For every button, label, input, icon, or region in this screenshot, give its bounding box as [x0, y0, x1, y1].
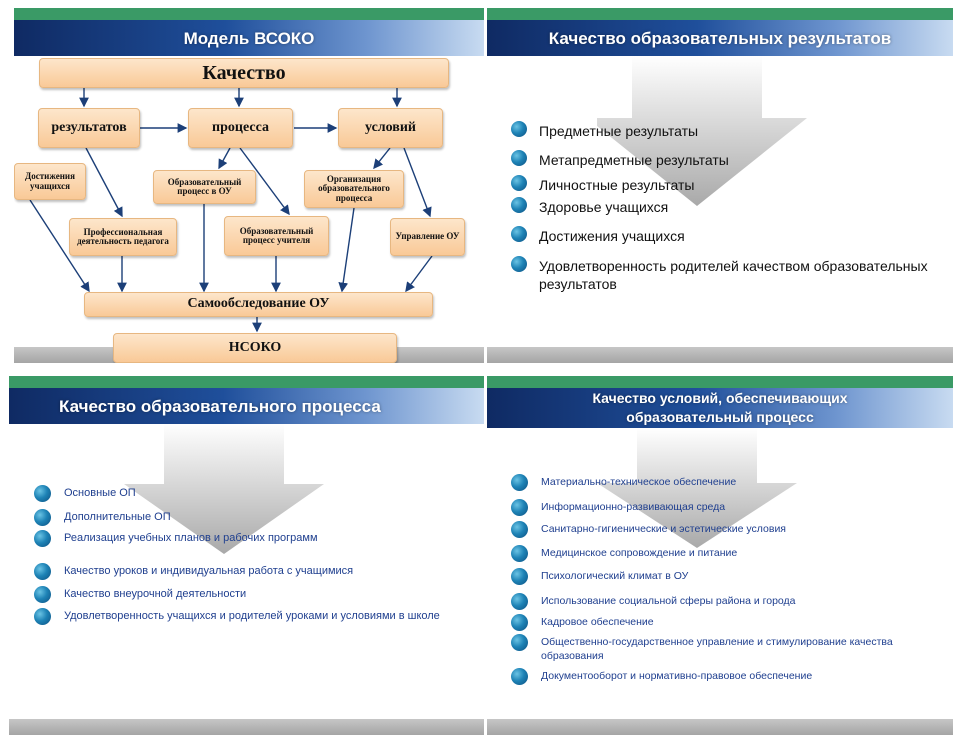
slide-results: Качество образовательных результатов Пре… [487, 8, 953, 363]
list-item-text: Материально-техническое обеспечение [541, 476, 737, 488]
list-item-text: Предметные результаты [539, 123, 699, 139]
slide-header: Модель ВСОКО [14, 20, 484, 56]
list-item: Материально-техническое обеспечение [511, 474, 941, 491]
node-nsoko: НСОКО [113, 333, 397, 363]
node-prof-activity: Профессиональная деятельность педагога [69, 218, 177, 256]
slide-header: Качество образовательных результатов [487, 20, 953, 56]
list-item-text: Основные ОП [64, 487, 136, 499]
bullet-sphere-icon [34, 530, 51, 547]
slide-header: Качество условий, обеспечивающих образов… [487, 388, 953, 428]
slide-title: Качество образовательных результатов [548, 28, 892, 48]
bullet-sphere-icon [511, 256, 527, 272]
list-item-text: Здоровье учащихся [539, 199, 669, 215]
list-item-text: Удовлетворенность родителей качеством об… [539, 258, 928, 292]
node-quality: Качество [39, 58, 449, 88]
list-item: Качество внеурочной деятельности [34, 586, 454, 603]
bullet-sphere-icon [34, 608, 51, 625]
list-item-text: Психологический климат в ОУ [541, 570, 689, 582]
node-self-exam: Самообследование ОУ [84, 292, 433, 317]
list-item: Использование социальной сферы района и … [511, 593, 941, 610]
bullet-sphere-icon [34, 586, 51, 603]
list-item: Метапредметные результаты [511, 150, 941, 169]
list-item: Дополнительные ОП [34, 509, 454, 526]
list-item: Информационно-развивающая среда [511, 499, 941, 516]
list-item: Санитарно-гигиенические и эстетические у… [511, 521, 941, 538]
bullet-sphere-icon [511, 634, 528, 651]
list-item: Общественно-государственное управление и… [511, 634, 941, 663]
diagram-connectors [29, 88, 433, 333]
green-stripe [487, 376, 953, 388]
list-item-text: Использование социальной сферы района и … [541, 595, 796, 607]
list-item: Удовлетворенность родителей качеством об… [511, 256, 941, 293]
green-stripe [487, 8, 953, 20]
slide-header: Качество образовательного процесса [9, 388, 484, 424]
green-stripe [14, 8, 484, 20]
list-item: Документооборот и нормативно-правовое об… [511, 668, 941, 685]
bullet-sphere-icon [511, 474, 528, 491]
list-item: Реализация учебных планов и рабочих прог… [34, 530, 454, 547]
list-item-text: Документооборот и нормативно-правовое об… [541, 670, 813, 682]
list-item-text: Реализация учебных планов и рабочих прог… [64, 532, 318, 544]
bullet-sphere-icon [511, 521, 528, 538]
list-item-text: Качество уроков и индивидуальная работа … [64, 565, 354, 577]
slide-conditions: Качество условий, обеспечивающих образов… [487, 376, 953, 735]
bullet-sphere-icon [511, 545, 528, 562]
slide-title: Качество условий, обеспечивающих образов… [592, 390, 848, 425]
list-item: Кадровое обеспечение [511, 614, 941, 631]
list-item: Предметные результаты [511, 121, 941, 140]
down-arrow-icon [597, 428, 797, 548]
list-item-text: Достижения учащихся [539, 228, 685, 244]
node-achievements: Достижения учащихся [14, 163, 86, 200]
node-management: Управление ОУ [390, 218, 465, 256]
bullet-sphere-icon [511, 593, 528, 610]
down-arrow-icon [124, 424, 324, 554]
list-item: Качество уроков и индивидуальная работа … [34, 563, 454, 580]
bullet-sphere-icon [511, 668, 528, 685]
down-arrow-icon [597, 56, 807, 206]
node-edu-process-ou: Образовательный процесс в ОУ [153, 170, 256, 204]
list-item: Достижения учащихся [511, 226, 941, 245]
bullet-sphere-icon [511, 150, 527, 166]
node-edu-process-teacher: Образовательный процесс учителя [224, 216, 329, 256]
bullet-sphere-icon [34, 485, 51, 502]
slide-title: Качество образовательного процесса [59, 396, 381, 416]
list-item: Основные ОП [34, 485, 454, 502]
slide-process: Качество образовательного процесса Основ… [9, 376, 484, 735]
list-item-text: Личностные результаты [539, 177, 695, 193]
bullet-sphere-icon [34, 509, 51, 526]
slide-title: Модель ВСОКО [183, 28, 315, 48]
list-item-text: Общественно-государственное управление и… [541, 636, 893, 662]
bullet-sphere-icon [511, 226, 527, 242]
list-item-text: Качество внеурочной деятельности [64, 588, 247, 600]
list-item-text: Санитарно-гигиенические и эстетические у… [541, 523, 786, 535]
slide-footer [487, 347, 953, 363]
node-conditions: условий [338, 108, 443, 148]
node-results: результатов [38, 108, 140, 148]
bullet-sphere-icon [511, 568, 528, 585]
list-item: Удовлетворенность учащихся и родителей у… [34, 608, 454, 625]
bullet-sphere-icon [34, 563, 51, 580]
bullet-sphere-icon [511, 499, 528, 516]
list-item: Медицинское сопровождение и питание [511, 545, 941, 562]
list-item-text: Метапредметные результаты [539, 152, 729, 168]
list-item: Здоровье учащихся [511, 197, 941, 216]
node-org-edu-process: Организация образовательного процесса [304, 170, 404, 208]
slide-model: Модель ВСОКО Качество [14, 8, 484, 363]
list-item: Психологический климат в ОУ [511, 568, 941, 585]
green-stripe [9, 376, 484, 388]
bullet-sphere-icon [511, 614, 528, 631]
slide-footer [487, 719, 953, 735]
slide-footer [9, 719, 484, 735]
bullet-sphere-icon [511, 197, 527, 213]
list-item-text: Медицинское сопровождение и питание [541, 547, 738, 559]
list-item-text: Удовлетворенность учащихся и родителей у… [64, 610, 440, 622]
list-item-text: Дополнительные ОП [64, 511, 171, 523]
list-item-text: Кадровое обеспечение [541, 616, 654, 628]
list-item-text: Информационно-развивающая среда [541, 501, 726, 513]
bullet-sphere-icon [511, 121, 527, 137]
bullet-sphere-icon [511, 175, 527, 191]
node-process: процесса [188, 108, 293, 148]
list-item: Личностные результаты [511, 175, 941, 194]
